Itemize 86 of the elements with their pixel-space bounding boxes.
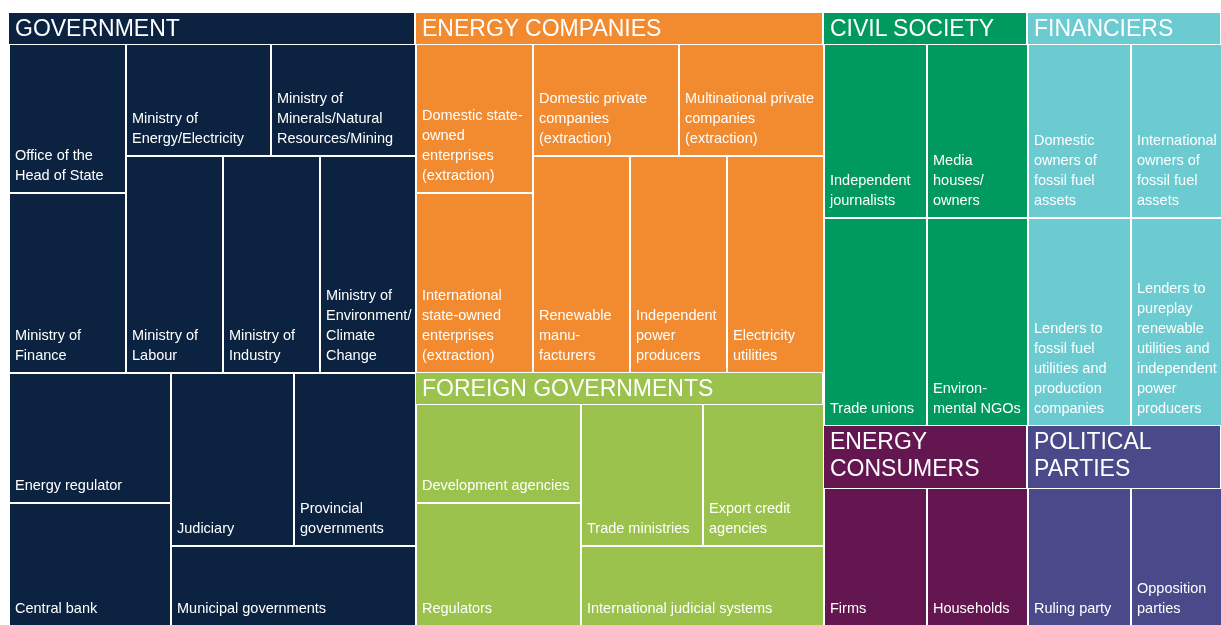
actor-tile <box>9 193 126 373</box>
actor-tile <box>927 218 1028 426</box>
actor-tile <box>171 546 416 625</box>
category-tile <box>8 12 415 625</box>
actor-tile <box>581 546 824 625</box>
actor-tile <box>9 373 171 503</box>
actor-label: Ministry of Energy/Electricity <box>132 109 245 148</box>
actor-tile <box>927 488 1028 625</box>
actor-label: Provincial governments <box>300 499 385 538</box>
actor-tile <box>416 503 581 625</box>
actor-label: Environ-mental NGOs <box>933 379 1022 418</box>
actor-tile <box>416 404 581 503</box>
actor-tile <box>1028 218 1131 426</box>
actor-tile <box>320 156 416 373</box>
actor-label: Export credit agencies <box>709 499 792 538</box>
actor-label: Households <box>933 599 1011 618</box>
actor-label: International owners of fossil fuel assets <box>1137 131 1217 210</box>
actor-tile <box>1131 218 1221 426</box>
actor-tile <box>271 44 416 156</box>
category-title: ENERGY COMPANIES <box>422 15 662 42</box>
actor-tile <box>171 373 294 546</box>
actor-label: Ministry of Environment/ Climate Change <box>326 286 411 365</box>
category-tile <box>1027 425 1221 625</box>
actor-label: Energy regulator <box>15 476 124 495</box>
actor-label: Domestic state-owned enterprises (extraction) <box>422 106 524 185</box>
actor-label: Independent power producers <box>636 306 718 365</box>
actor-label: Regulators <box>422 599 494 618</box>
category-title: FOREIGN GOVERNMENTS <box>422 375 714 402</box>
actor-tile <box>1028 488 1131 625</box>
actor-label: Trade unions <box>830 399 916 418</box>
actor-tile <box>126 44 271 156</box>
category-title: FINANCIERS <box>1034 15 1174 42</box>
actor-tile <box>126 156 223 373</box>
actor-label: Renewable manu-facturers <box>539 306 613 365</box>
actor-tile <box>679 44 824 156</box>
actor-tile <box>630 156 727 373</box>
actor-tile <box>1131 488 1221 625</box>
actor-tile <box>533 44 679 156</box>
actor-tile <box>416 193 533 373</box>
actor-tile <box>223 156 320 373</box>
actor-tile <box>294 373 416 546</box>
actor-tile <box>581 404 703 546</box>
category-tile <box>415 12 823 372</box>
actor-label: Ministry of Industry <box>229 326 297 365</box>
actor-tile <box>824 218 927 426</box>
category-tile <box>415 372 823 625</box>
actor-label: Domestic private companies (extraction) <box>539 89 648 148</box>
actor-label: Municipal governments <box>177 599 328 618</box>
actor-label: Lenders to pureplay renewable utilities and independent power producers <box>1137 279 1217 418</box>
actor-tile <box>824 488 927 625</box>
actor-tile <box>703 404 824 546</box>
category-tile <box>1027 12 1221 425</box>
actor-label: Lenders to fossil fuel utilities and production companies <box>1034 319 1108 418</box>
actor-label: Opposition parties <box>1137 579 1208 618</box>
actor-label: Independent journalists <box>830 171 912 210</box>
actor-label: Trade ministries <box>587 519 691 538</box>
actor-label: Ruling party <box>1034 599 1113 618</box>
actor-label: Office of the Head of State <box>15 146 105 185</box>
actor-label: International judicial systems <box>587 599 774 618</box>
category-title: ENERGY CONSUMERS <box>830 428 981 482</box>
actor-label: Media houses/ owners <box>933 151 985 210</box>
actor-tile <box>824 44 927 218</box>
actor-label: Firms <box>830 599 868 618</box>
actor-tile <box>9 503 171 625</box>
actor-label: International state-owned enterprises (extraction) <box>422 286 503 365</box>
category-tile <box>823 425 1027 625</box>
actor-tile <box>927 44 1028 218</box>
actor-label: Ministry of Minerals/Natural Resources/Mining <box>277 89 395 148</box>
category-tile <box>823 12 1027 425</box>
actor-label: Multinational private companies (extraction) <box>685 89 815 148</box>
category-title: CIVIL SOCIETY <box>830 15 995 42</box>
actor-label: Ministry of Finance <box>15 326 83 365</box>
actor-label: Electricity utilities <box>733 326 797 365</box>
actor-tile <box>9 44 126 193</box>
actor-label: Development agencies <box>422 476 571 495</box>
actor-label: Central bank <box>15 599 99 618</box>
actor-label: Judiciary <box>177 519 236 538</box>
actor-label: Ministry of Labour <box>132 326 200 365</box>
actor-tile <box>416 44 533 193</box>
actor-tile <box>533 156 630 373</box>
actor-tile <box>727 156 824 373</box>
category-title: POLITICAL PARTIES <box>1034 428 1152 482</box>
actor-label: Domestic owners of fossil fuel assets <box>1034 131 1098 210</box>
actor-tile <box>1028 44 1131 218</box>
category-title: GOVERNMENT <box>15 15 180 42</box>
actor-tile <box>1131 44 1221 218</box>
